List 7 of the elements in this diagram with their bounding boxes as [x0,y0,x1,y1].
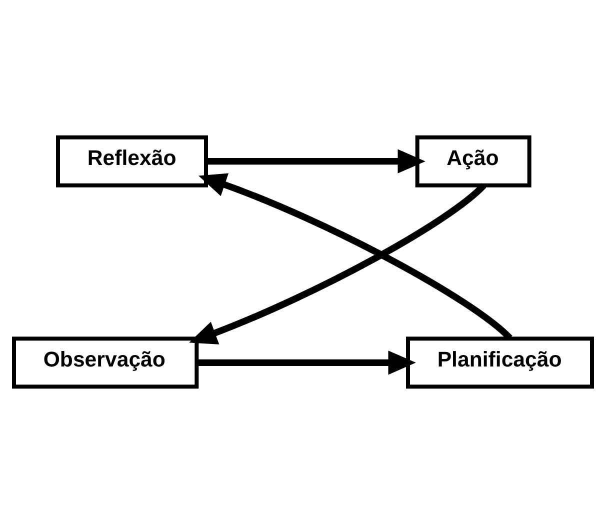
arrow [196,350,416,374]
node-box: Planificação [406,336,594,388]
node-box: Reflexão [56,134,208,187]
node-box: Ação [415,134,532,187]
node-box: Observação [12,336,199,388]
arrow [189,182,486,344]
arrow [206,148,426,173]
